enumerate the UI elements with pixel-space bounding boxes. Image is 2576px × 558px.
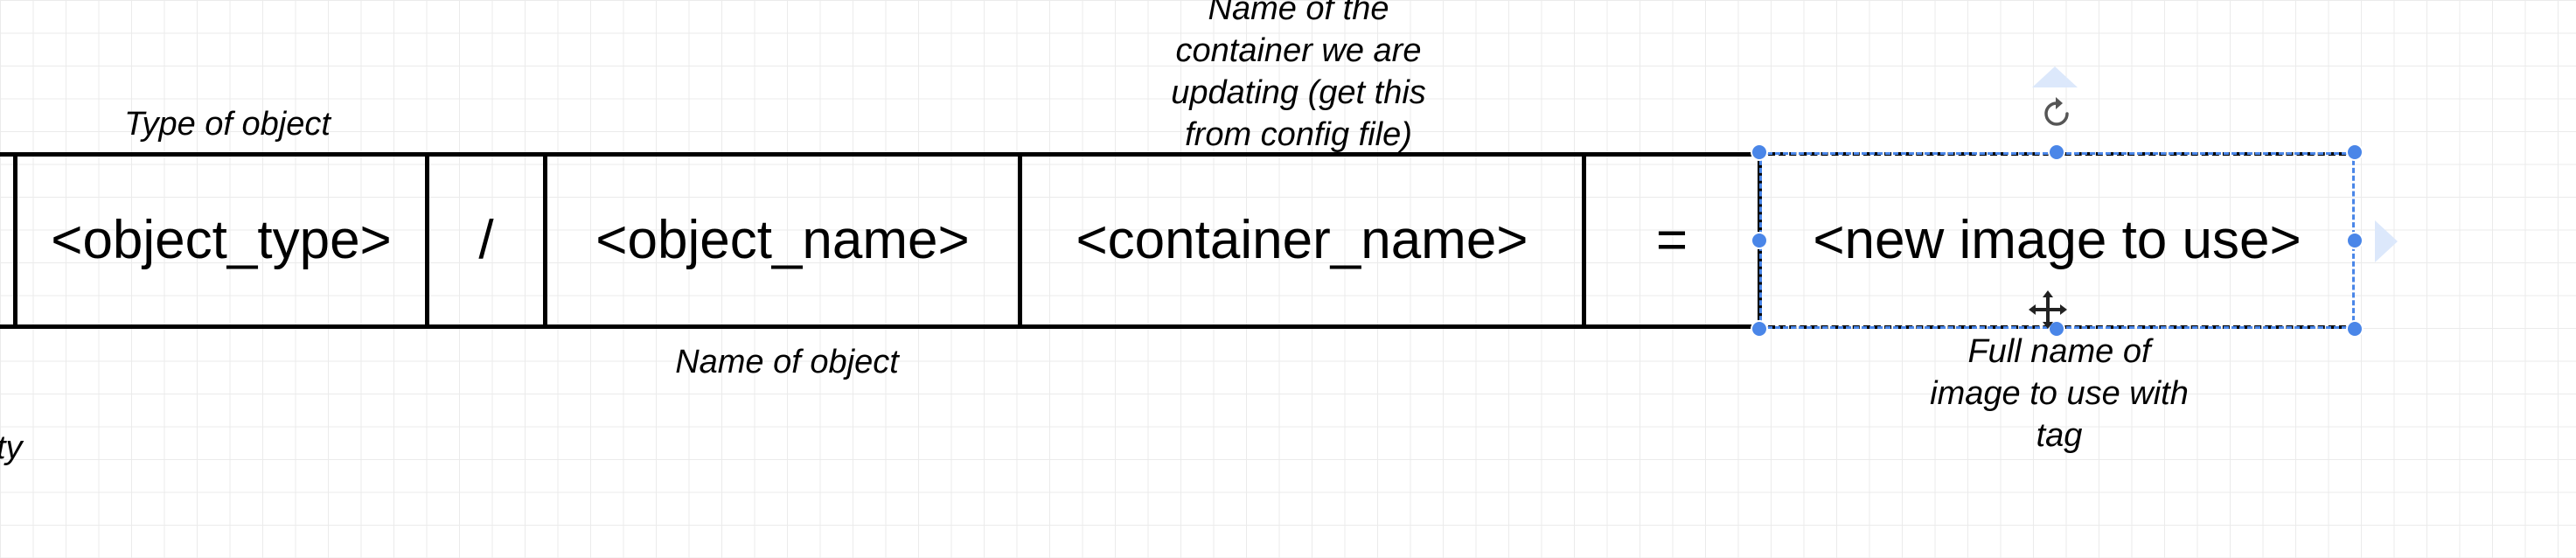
note-container-name[interactable]: Name of the container we are updating (g… bbox=[1110, 0, 1486, 156]
note-type-of-object[interactable]: Type of object bbox=[124, 106, 331, 143]
note-container-line: container we are bbox=[1175, 32, 1422, 69]
note-image-line: image to use with bbox=[1930, 375, 2189, 412]
box-container-name[interactable]: <container_name> bbox=[1018, 152, 1586, 329]
rotate-icon[interactable] bbox=[2037, 94, 2076, 133]
resize-handle-top-right[interactable] bbox=[2346, 143, 2364, 161]
note-image-line: tag bbox=[2036, 417, 2083, 454]
arrow-right-icon[interactable] bbox=[2375, 220, 2398, 262]
box-object-type-label: <object_type> bbox=[51, 210, 392, 270]
note-container-line: from config file) bbox=[1185, 116, 1412, 153]
note-image-full-name[interactable]: Full name of image to use with tag bbox=[1889, 331, 2230, 457]
resize-handle-top-left[interactable] bbox=[1751, 143, 1768, 161]
note-container-line: Name of the bbox=[1208, 0, 1389, 27]
resize-handle-middle-left[interactable] bbox=[1751, 232, 1768, 249]
box-slash-label: / bbox=[478, 210, 494, 270]
move-icon bbox=[2029, 290, 2067, 329]
box-object-name[interactable]: <object_name> bbox=[543, 152, 1022, 329]
box-slash[interactable]: / bbox=[425, 152, 547, 329]
box-equals[interactable]: = bbox=[1582, 152, 1762, 329]
note-cut-off-left[interactable]: ty bbox=[0, 429, 23, 466]
arrow-up-icon[interactable] bbox=[2032, 66, 2078, 87]
box-object-name-label: <object_name> bbox=[595, 210, 970, 270]
box-object-type[interactable]: <object_type> bbox=[13, 152, 429, 329]
box-new-image-label: <new image to use> bbox=[1813, 210, 2301, 270]
note-container-line: updating (get this bbox=[1171, 74, 1426, 111]
note-image-line: Full name of bbox=[1967, 333, 2151, 370]
resize-handle-bottom-left[interactable] bbox=[1751, 320, 1768, 338]
resize-handle-bottom-right[interactable] bbox=[2346, 320, 2364, 338]
resize-handle-top-center[interactable] bbox=[2048, 143, 2065, 161]
note-name-of-object[interactable]: Name of object bbox=[675, 344, 899, 380]
resize-handle-middle-right[interactable] bbox=[2346, 232, 2364, 249]
box-container-name-label: <container_name> bbox=[1076, 210, 1528, 270]
box-equals-label: = bbox=[1655, 210, 1688, 270]
resize-handle-bottom-center[interactable] bbox=[2048, 320, 2065, 338]
